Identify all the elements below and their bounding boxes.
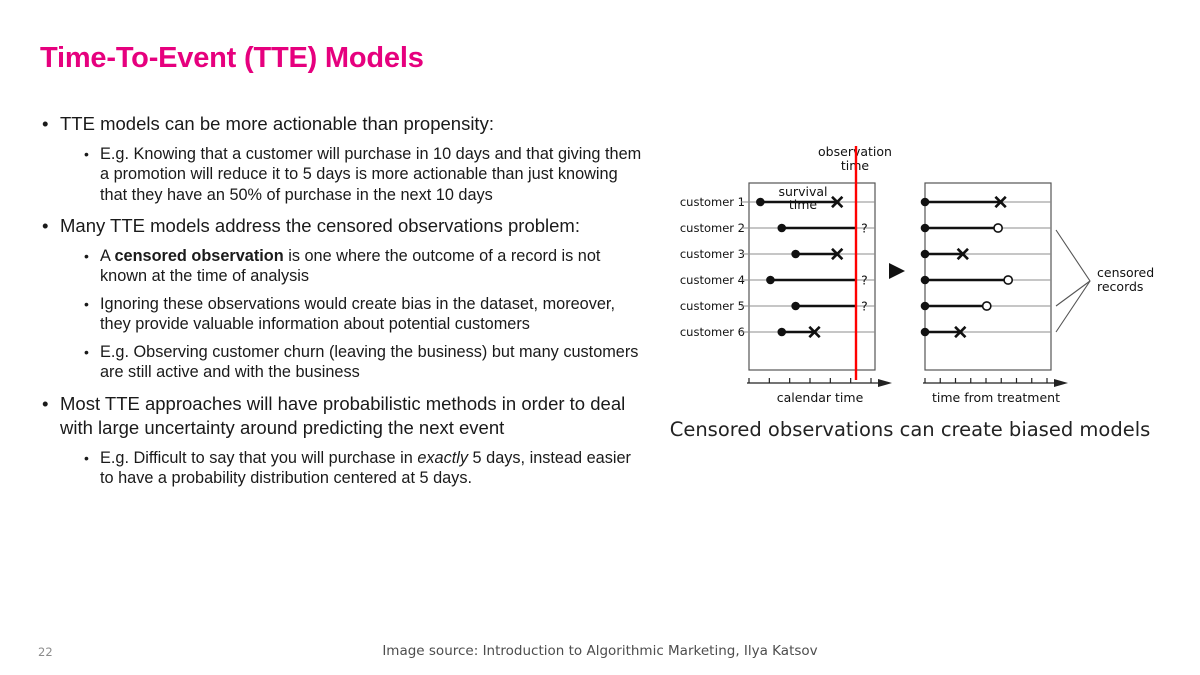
bullet-dot-icon: • — [84, 247, 89, 264]
event-cross-icon — [994, 195, 1007, 209]
left-axis-label: calendar time — [777, 390, 864, 405]
bullet-dot-icon: • — [84, 145, 89, 162]
bullet-text-run: censored observation — [114, 246, 284, 265]
bullet-level2: • E.g. Difficult to say that you will pur… — [38, 448, 648, 489]
event-cross-icon — [831, 247, 844, 261]
bracket-icon — [1055, 229, 1091, 333]
start-dot-icon — [791, 249, 800, 259]
censored-open-circle-icon — [981, 301, 992, 311]
bullet-group: • Many TTE models address the censored ob… — [38, 214, 648, 383]
censored-records-bracket: censored records — [1055, 229, 1154, 333]
row-label-group: customer 1 customer 2 customer 3 customer 4… — [680, 195, 745, 339]
bullet-text-run: E.g. Difficult to say that you will purc… — [100, 448, 418, 467]
event-cross-icon — [956, 247, 969, 261]
bullet-level1-text: Most TTE approaches will have probabilis… — [60, 392, 626, 439]
bullet-body: • TTE models can be more actionable than … — [38, 112, 648, 498]
left-panel-frame — [748, 182, 876, 371]
bullet-group: • TTE models can be more actionable than … — [38, 112, 648, 205]
censored-question-mark: ? — [861, 273, 868, 288]
transition-arrow-icon — [889, 263, 905, 279]
right-panel: time from treatment — [920, 182, 1068, 405]
bullet-level2-text: E.g. Observing customer churn (leaving t… — [100, 343, 638, 382]
censored-question-mark: ? — [861, 221, 868, 236]
bullet-dot-icon: • — [84, 449, 89, 466]
left-axis — [747, 378, 892, 387]
bullet-level1-text: TTE models can be more actionable than p… — [60, 113, 494, 134]
bullet-text-run: 5 days, instead easier to have a probabi… — [100, 448, 631, 488]
row-label: customer 3 — [680, 247, 745, 261]
bullet-text-run: E.g. Observing customer churn (leaving t… — [100, 342, 639, 382]
survival-time-label-line2: time — [789, 197, 818, 212]
bullet-level1: • Many TTE models address the censored ob… — [38, 214, 648, 239]
start-dot-icon — [756, 197, 765, 207]
bullet-level1-text: Many TTE models address the censored obs… — [60, 215, 580, 236]
page-title: Time-To-Event (TTE) Models — [40, 42, 424, 74]
bullet-level2: • Ignoring these observations would creat… — [38, 294, 648, 335]
bullet-text-run: exactly — [417, 448, 469, 467]
bullet-dot-icon: • — [42, 113, 49, 134]
event-cross-icon — [954, 325, 967, 339]
censored-records-label-line2: records — [1097, 279, 1143, 294]
event-cross-icon — [808, 325, 821, 339]
bullet-text-run: E.g. Knowing that a customer will purcha… — [100, 144, 642, 204]
bracket-middle-tick-icon — [1055, 280, 1091, 307]
bullet-level2-text: Ignoring these observations would create… — [100, 295, 615, 334]
censored-question-mark: ? — [861, 299, 868, 314]
bullet-level2-text: E.g. Difficult to say that you will purc… — [100, 449, 631, 488]
row-label: customer 4 — [680, 273, 745, 287]
start-dot-icon — [777, 327, 787, 337]
censored-records-label-line1: censored — [1097, 265, 1154, 280]
start-dot-icon — [777, 223, 787, 233]
figure-caption: Censored observations can create biased … — [669, 418, 1151, 441]
right-axis-label: time from treatment — [932, 390, 1060, 405]
left-panel-rows: ??? — [741, 195, 875, 339]
bullet-level2-text: E.g. Knowing that a customer will purcha… — [100, 145, 641, 204]
start-dot-icon — [920, 301, 930, 311]
bullet-level2: • A censored observation is one where the… — [38, 246, 648, 287]
start-dot-icon — [766, 275, 775, 285]
bullet-dot-icon: • — [42, 215, 49, 236]
censored-open-circle-icon — [993, 223, 1003, 233]
image-source-credit: Image source: Introduction to Algorithmi… — [382, 643, 818, 659]
bullet-level2: • E.g. Knowing that a customer will purch… — [38, 144, 648, 206]
bullet-level1: • TTE models can be more actionable than … — [38, 112, 648, 137]
bullet-level1: • Most TTE approaches will have probabili… — [38, 392, 648, 441]
row-label: customer 5 — [680, 299, 745, 313]
censored-open-circle-icon — [1003, 275, 1014, 285]
start-dot-icon — [920, 327, 930, 337]
page-number: 22 — [38, 645, 53, 659]
bullet-text-run: A — [100, 246, 115, 265]
row-label: customer 1 — [680, 195, 745, 209]
right-axis — [923, 378, 1068, 387]
right-panel-rows — [920, 195, 1051, 339]
bullet-level2: • E.g. Observing customer churn (leaving … — [38, 342, 648, 383]
bullet-dot-icon: • — [84, 295, 89, 312]
start-dot-icon — [791, 301, 800, 311]
left-panel: customer 1 customer 2 customer 3 customer 4… — [680, 146, 892, 405]
bullet-level2-text: A censored observation is one where the … — [100, 247, 600, 286]
right-panel-frame — [924, 182, 1052, 371]
bullet-dot-icon: • — [84, 343, 89, 360]
bullet-text-run: Ignoring these observations would create… — [100, 294, 615, 334]
start-dot-icon — [920, 197, 930, 207]
bullet-dot-icon: • — [42, 392, 49, 414]
row-label: customer 2 — [680, 221, 745, 235]
row-label: customer 6 — [680, 325, 745, 339]
start-dot-icon — [920, 275, 930, 285]
start-dot-icon — [920, 249, 930, 259]
bullet-group: • Most TTE approaches will have probabili… — [38, 392, 648, 489]
event-cross-icon — [831, 195, 844, 209]
survival-time-label-line1: survival — [779, 184, 828, 199]
start-dot-icon — [920, 223, 930, 233]
bullet-text-run: is one where the outcome of a record is … — [100, 246, 601, 286]
